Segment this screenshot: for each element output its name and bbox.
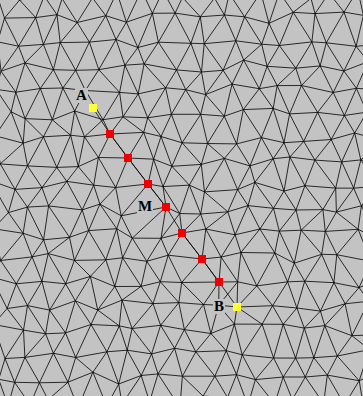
- path-point: [198, 255, 206, 263]
- path-point: [178, 229, 186, 237]
- path-point: [106, 130, 114, 138]
- point-label: M: [137, 199, 153, 214]
- point-label: B: [213, 299, 225, 314]
- path-point: [124, 154, 132, 162]
- point-label: A: [75, 88, 88, 103]
- path-point: [144, 180, 152, 188]
- endpoint-marker: [89, 104, 97, 112]
- endpoint-marker: [233, 303, 241, 311]
- path-point: [162, 203, 170, 211]
- path-edges: [93, 108, 237, 307]
- path-point: [215, 278, 223, 286]
